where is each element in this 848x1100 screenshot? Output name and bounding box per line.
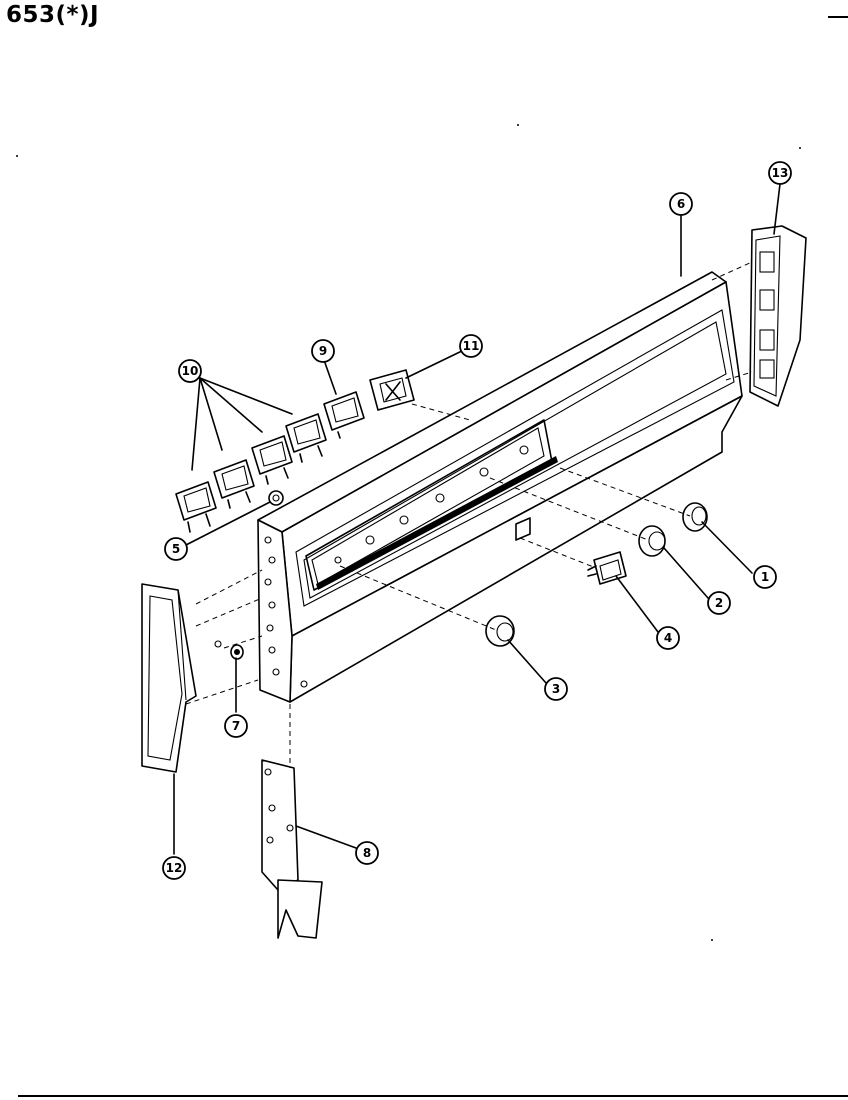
backguard-panel	[257, 271, 743, 703]
callout-9: 9	[311, 339, 335, 363]
scan-specks	[16, 124, 801, 941]
svg-text:1: 1	[761, 570, 769, 584]
knob-1	[682, 502, 708, 532]
svg-text:11: 11	[463, 339, 480, 353]
callout-11: 11	[459, 334, 483, 358]
model-title: 653(*)J	[6, 2, 100, 28]
knob-2	[638, 525, 666, 557]
callout-10: 10	[178, 359, 202, 383]
svg-text:5: 5	[172, 542, 180, 556]
terminal-fitting	[268, 490, 284, 506]
svg-text:8: 8	[363, 846, 371, 860]
svg-text:10: 10	[182, 364, 199, 378]
svg-text:3: 3	[552, 682, 560, 696]
grommet	[214, 640, 244, 660]
selector-switch	[323, 391, 365, 439]
push-switch	[587, 551, 627, 585]
assembly-lines	[185, 261, 753, 768]
timer-switch	[369, 369, 415, 411]
callout-1: 1	[753, 565, 777, 589]
mounting-bracket	[261, 759, 323, 939]
left-end-cap	[141, 583, 197, 773]
top-rule	[828, 16, 848, 18]
svg-text:7: 7	[232, 719, 240, 733]
callout-13: 13	[768, 161, 792, 185]
leader-lines	[173, 183, 781, 855]
callout-4: 4	[656, 626, 680, 650]
svg-text:2: 2	[715, 596, 723, 610]
callout-7: 7	[224, 714, 248, 738]
svg-text:6: 6	[677, 197, 685, 211]
callout-12: 12	[162, 856, 186, 880]
callout-3: 3	[544, 677, 568, 701]
callout-5: 5	[164, 537, 188, 561]
knob-3	[485, 615, 515, 647]
callout-2: 2	[707, 591, 731, 615]
svg-text:9: 9	[319, 344, 327, 358]
callout-8: 8	[355, 841, 379, 865]
infinite-switches	[175, 413, 327, 533]
svg-text:12: 12	[166, 861, 183, 875]
svg-text:13: 13	[772, 166, 789, 180]
right-end-cap	[749, 225, 807, 407]
svg-text:4: 4	[664, 631, 672, 645]
bottom-rule	[18, 1095, 848, 1097]
callout-6: 6	[669, 192, 693, 216]
